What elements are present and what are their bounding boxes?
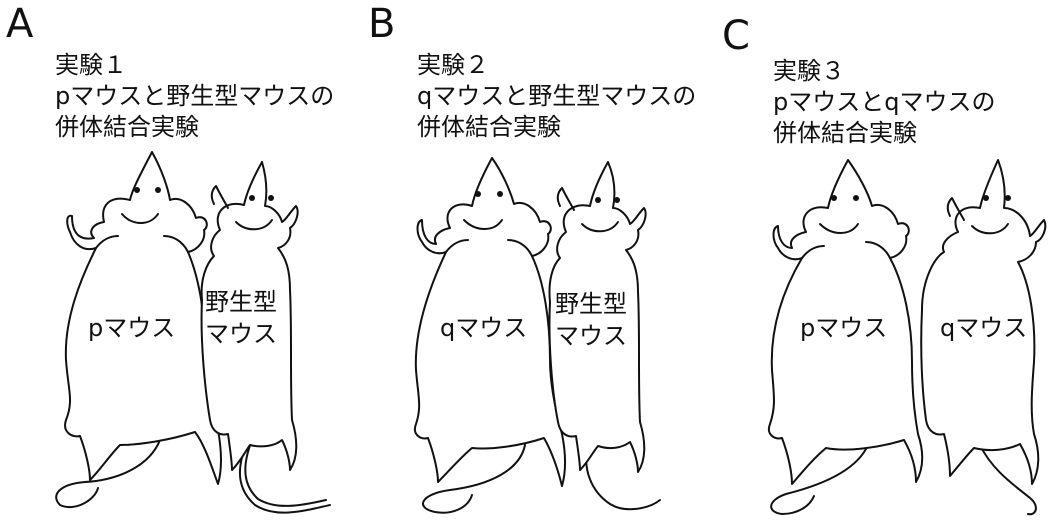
left-mouse-eye xyxy=(497,191,503,197)
right-mouse-eye xyxy=(249,195,255,201)
left-mouse-eye xyxy=(853,195,859,201)
right-mouse-tail xyxy=(586,445,660,509)
right-mouse-eye xyxy=(268,195,274,201)
panel-c: C 実験３ pマウスとqマウスの 併体結合実験 pマウス qマウス xyxy=(718,0,1061,521)
right-mouse-label-line-2: マウス xyxy=(555,322,627,350)
panel-a: A 実験１ pマウスと野生型マウスの 併体結合実験 pマウス 野生型 マウス xyxy=(0,0,370,521)
left-mouse-eye xyxy=(475,191,481,197)
right-mouse-label: qマウス xyxy=(940,314,1027,342)
parabiosis-mice-illustration: pマウス 野生型 マウス xyxy=(0,0,370,521)
left-mouse-eye xyxy=(155,187,161,193)
right-mouse-eye xyxy=(983,195,989,201)
left-mouse-tail xyxy=(771,445,868,514)
right-mouse-label-line-1: 野生型 xyxy=(205,288,277,316)
left-mouse-label: qマウス xyxy=(440,314,527,342)
left-mouse-eye xyxy=(831,195,837,201)
right-mouse-eye xyxy=(595,197,601,203)
right-mouse-body xyxy=(202,162,298,470)
right-mouse-label-line-2: マウス xyxy=(205,320,277,348)
parabiosis-mice-illustration: qマウス 野生型 マウス xyxy=(360,0,720,521)
left-mouse-label: pマウス xyxy=(88,314,175,342)
left-mouse-label: pマウス xyxy=(800,314,887,342)
right-mouse-eye xyxy=(614,197,620,203)
panel-b: B 実験２ qマウスと野生型マウスの 併体結合実験 qマウス 野生型 マウス xyxy=(360,0,720,521)
right-mouse-label-line-1: 野生型 xyxy=(555,290,627,318)
parabiosis-mice-illustration: pマウス qマウス xyxy=(718,0,1061,521)
right-mouse-eye xyxy=(1005,195,1011,201)
left-mouse-eye xyxy=(134,187,140,193)
